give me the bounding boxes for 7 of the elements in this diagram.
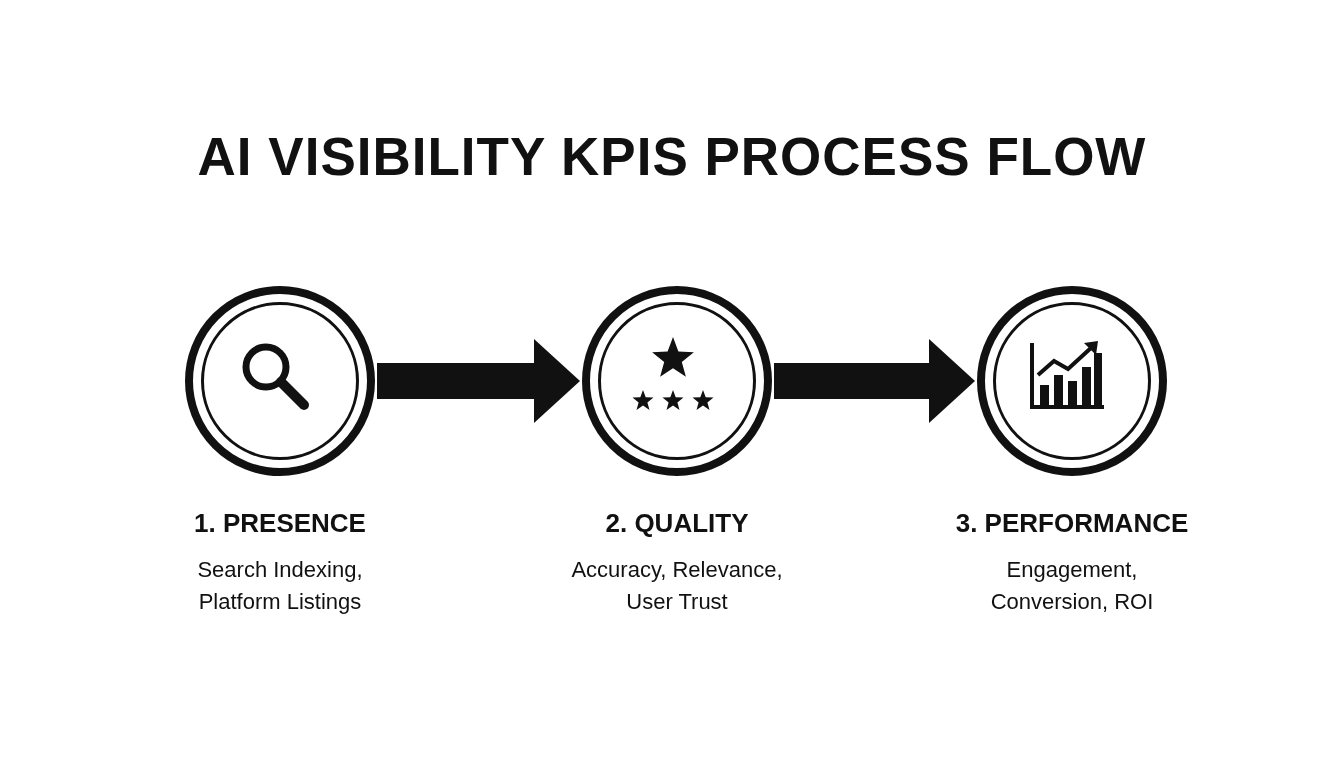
title: AI VISIBILITY KPIS PROCESS FLOW	[196, 126, 1148, 187]
step-heading: 2. QUALITY	[604, 508, 750, 539]
step-description: Accuracy, Relevance, User Trust	[570, 556, 784, 616]
step-description: Engagement, Conversion, ROI	[989, 556, 1155, 616]
step-heading: 1. PRESENCE	[193, 508, 367, 539]
step-description: Search Indexing, Platform Listings	[196, 556, 364, 616]
step-heading: 3. PERFORMANCE	[954, 508, 1190, 539]
